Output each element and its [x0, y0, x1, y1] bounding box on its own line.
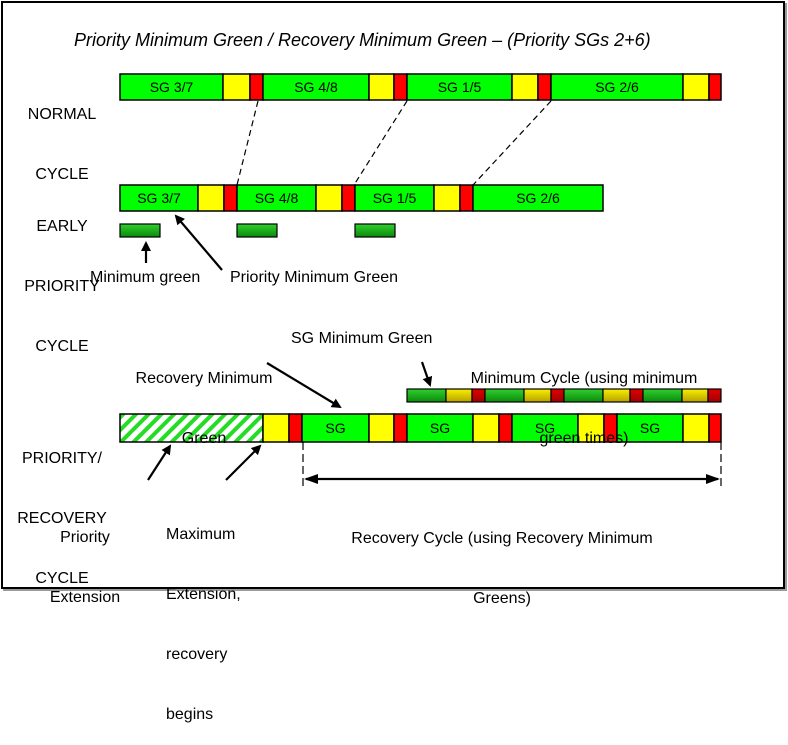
- annotation-line: Recovery Cycle (using Recovery Minimum: [351, 530, 653, 547]
- red-phase-segment: [249, 73, 264, 101]
- span-arrowhead-left: [304, 474, 318, 484]
- early-priority-cycle-bar: SG 3/7 SG 4/8 SG 1/5 SG 2/6: [119, 184, 604, 212]
- red-phase-segment: [537, 73, 552, 101]
- segment-label: SG 1/5: [438, 79, 482, 95]
- segment-label: SG 4/8: [294, 79, 338, 95]
- annotation-line: Extension,: [166, 586, 241, 603]
- annotation-line: Greens): [473, 590, 531, 607]
- green-phase-segment: [354, 184, 435, 212]
- green-phase-segment: [550, 73, 684, 101]
- red-phase-segment: [393, 413, 408, 443]
- annotation-line: Extension: [49, 589, 121, 606]
- label-line: PRIORITY/: [21, 450, 102, 467]
- red-phase-segment: [459, 184, 474, 212]
- segment-label: SG: [325, 420, 345, 436]
- annotation-line: recovery: [166, 646, 228, 663]
- label-line: EARLY: [36, 218, 88, 235]
- minimum-green-marker: [119, 223, 161, 238]
- label-line: RECOVERY: [17, 510, 107, 527]
- segment-label: SG: [535, 420, 555, 436]
- recovery-minimum-green-annotation: Recovery Minimum Green: [124, 329, 284, 469]
- red-phase-segment: [708, 413, 722, 443]
- minimum-green-bars: [119, 223, 396, 238]
- arrow-priority-extension: [147, 444, 172, 481]
- arrow-max-extension: [225, 444, 262, 481]
- green-phase-segment: [119, 73, 224, 101]
- green-phase-segment: [262, 73, 370, 101]
- priority-recovery-cycle-bar: SG SG SG SG: [119, 413, 722, 443]
- red-min-cycle-segment: [707, 388, 722, 403]
- maximum-extension-annotation: Maximum Extension, recovery begins: [166, 485, 241, 745]
- diagram-title: Priority Minimum Green / Recovery Minimu…: [74, 30, 651, 50]
- minimum-green-marker: [354, 223, 396, 238]
- minimum-cycle-annotation: Minimum Cycle (using minimum green times…: [452, 329, 716, 469]
- label-line: CYCLE: [35, 166, 89, 183]
- priority-minimum-green-annotation: Priority Minimum Green: [230, 269, 399, 286]
- label-line: CYCLE: [35, 338, 89, 355]
- red-phase-segment: [708, 73, 722, 101]
- annotation-line: Minimum Cycle (using minimum: [470, 370, 698, 387]
- annotation-line: green times): [539, 430, 629, 447]
- green-min-cycle-segment: [406, 388, 447, 403]
- red-phase-segment: [393, 73, 408, 101]
- label-line: NORMAL: [27, 106, 97, 123]
- annotation-line: Maximum: [166, 526, 236, 543]
- label-line: CYCLE: [35, 570, 89, 587]
- recovery-cycle-annotation: Recovery Cycle (using Recovery Minimum G…: [320, 489, 684, 629]
- annotation-line: Priority: [60, 529, 110, 546]
- segment-label: SG 2/6: [516, 190, 560, 206]
- yellow-phase-segment: [197, 184, 225, 212]
- annotation-line: Green: [181, 430, 227, 447]
- dashed-connector: [353, 100, 408, 186]
- span-arrowhead-right: [706, 474, 720, 484]
- sg-minimum-green-annotation: SG Minimum Green: [291, 330, 433, 347]
- segment-label: SG 2/6: [595, 79, 639, 95]
- green-phase-segment: [406, 413, 474, 443]
- minimum-cycle-bar: [406, 388, 722, 403]
- yellow-phase-segment: [682, 73, 710, 101]
- yellow-phase-segment: [577, 413, 605, 443]
- priority-recovery-cycle-label: PRIORITY/ RECOVERY CYCLE: [10, 409, 114, 609]
- dashed-connector: [236, 100, 259, 186]
- yellow-phase-segment: [511, 73, 539, 101]
- red-phase-segment: [223, 184, 238, 212]
- yellow-phase-segment: [433, 184, 461, 212]
- red-phase-segment: [288, 413, 303, 443]
- early-priority-cycle-label: EARLY PRIORITY CYCLE: [14, 177, 110, 377]
- yellow-phase-segment: [368, 413, 395, 443]
- red-phase-segment: [341, 184, 356, 212]
- yellow-phase-segment: [222, 73, 251, 101]
- segment-label: SG: [640, 420, 660, 436]
- segment-label: SG 3/7: [137, 190, 181, 206]
- green-phase-segment: [301, 413, 370, 443]
- hatch-phase-segment: [119, 413, 264, 443]
- dashed-connector: [472, 100, 552, 186]
- annotation-line: begins: [166, 706, 214, 723]
- label-line: PRIORITY: [24, 278, 100, 295]
- segment-label: SG 3/7: [150, 79, 194, 95]
- minimum-green-marker: [236, 223, 278, 238]
- priority-extension-annotation: Priority Extension: [40, 488, 130, 628]
- normal-cycle-label: NORMAL CYCLE: [14, 65, 110, 205]
- yellow-phase-segment: [315, 184, 343, 212]
- segment-label: SG: [430, 420, 450, 436]
- annotation-line: Recovery Minimum: [135, 370, 273, 387]
- arrow-recovery-minimum-green: [266, 362, 342, 409]
- segment-label: SG 1/5: [373, 190, 417, 206]
- yellow-phase-segment: [368, 73, 395, 101]
- arrow-sg-minimum-green: [420, 361, 433, 387]
- arrow-priority-minimum-green: [174, 214, 223, 271]
- yellow-phase-segment: [682, 413, 710, 443]
- minimum-green-annotation: Minimum green: [90, 269, 201, 286]
- normal-cycle-bar: SG 3/7 SG 4/8 SG 1/5 SG 2/6: [119, 73, 722, 101]
- green-phase-segment: [472, 184, 604, 212]
- green-phase-segment: [406, 73, 513, 101]
- segment-label: SG 4/8: [255, 190, 299, 206]
- green-phase-segment: [616, 413, 684, 443]
